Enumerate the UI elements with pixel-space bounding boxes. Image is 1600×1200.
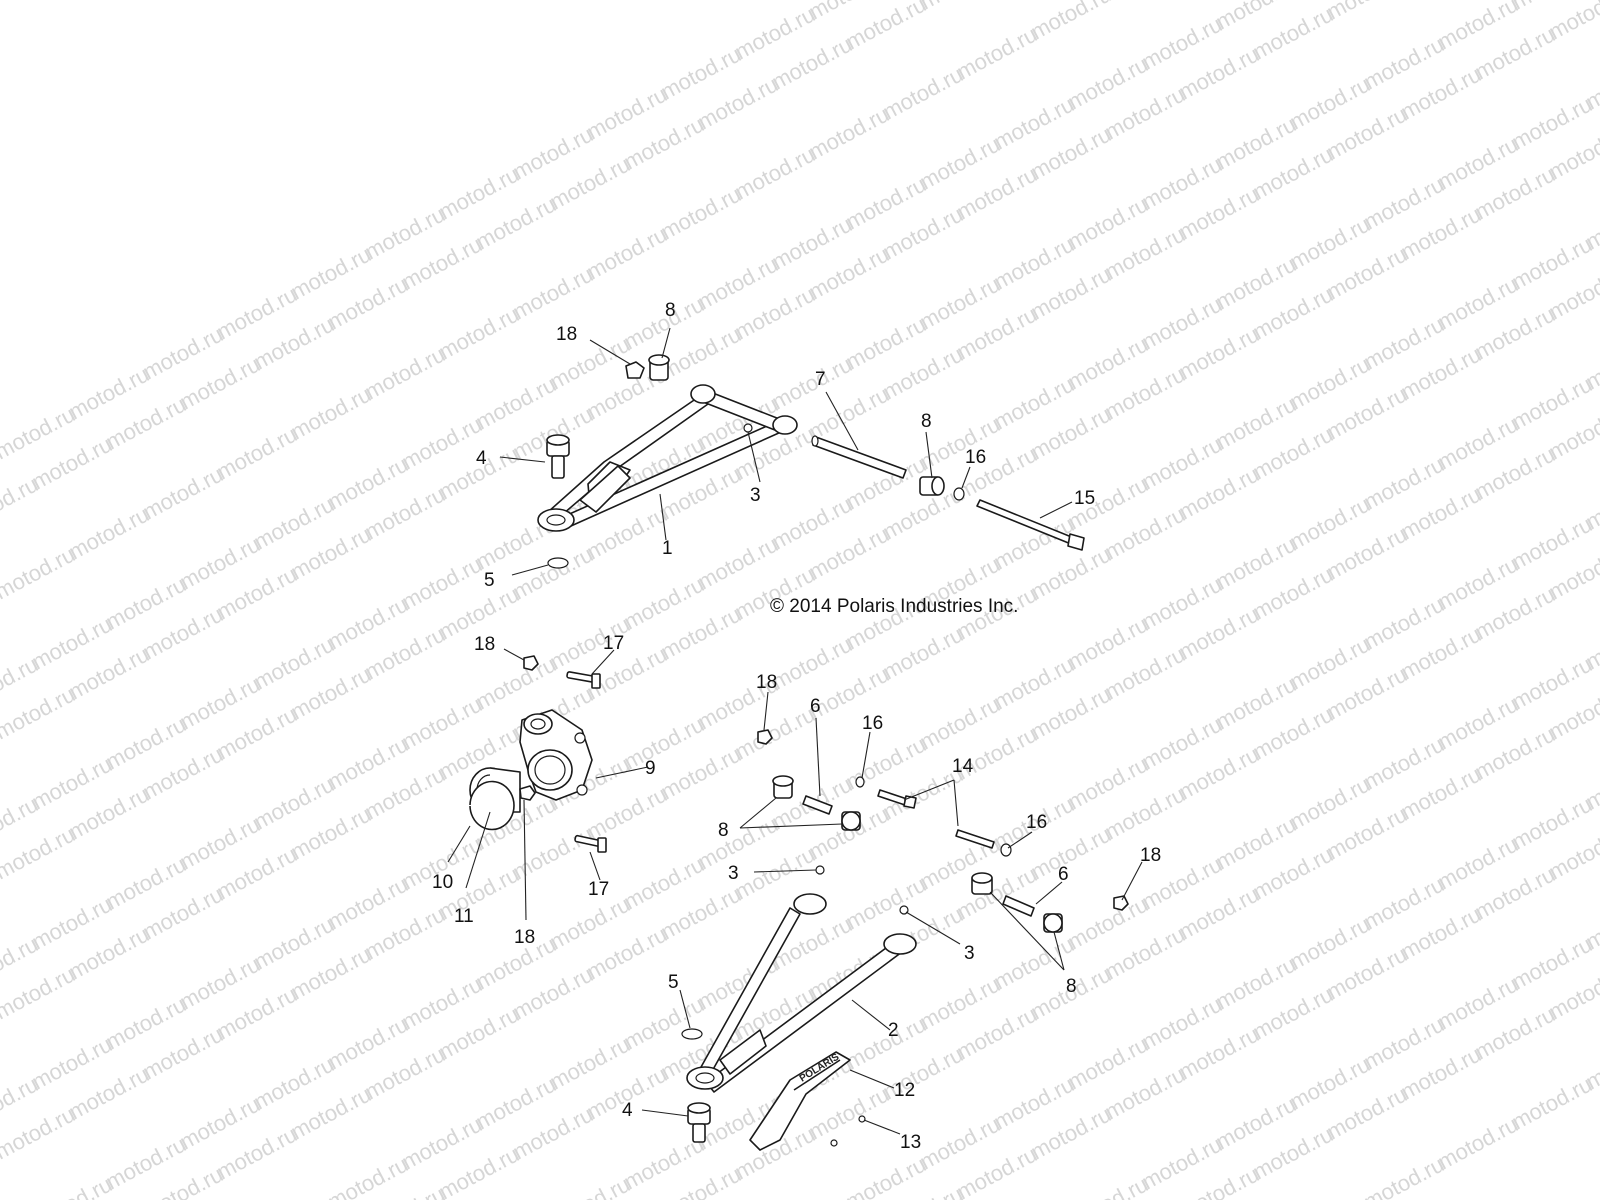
watermark-text: motod.ru <box>435 302 523 365</box>
bushing-lower-left <box>772 775 794 799</box>
callout: 10 <box>432 872 453 893</box>
pin-lower-right <box>1002 895 1035 917</box>
bolt-spindle-bottom <box>574 834 607 853</box>
watermark-text: motod.ru <box>0 542 79 605</box>
callout: 1 <box>662 538 673 559</box>
washer-lower-right <box>1000 843 1012 857</box>
callout: 18 <box>474 634 495 655</box>
callout: 3 <box>728 863 739 884</box>
nut-lower-right <box>1113 895 1129 911</box>
callout: 14 <box>952 756 974 777</box>
bolt-spindle-top <box>566 671 601 689</box>
bushing-upper-rear <box>919 476 945 496</box>
callout: 7 <box>815 369 826 390</box>
callout: 8 <box>665 300 676 321</box>
nut-spindle-top <box>523 655 539 671</box>
watermark-text: motod.ru <box>1545 0 1600 44</box>
watermark-text: motod.ru <box>583 222 671 285</box>
callout: 18 <box>556 324 577 345</box>
watermark-text: motod.ru <box>509 262 597 325</box>
watermark-text: motod.ru <box>0 682 79 745</box>
washer-lower-left <box>855 776 865 788</box>
watermark-text: motod.ru <box>731 142 819 205</box>
screw-guard-1 <box>858 1115 866 1123</box>
callout: 18 <box>514 927 535 948</box>
callout: 16 <box>965 447 986 468</box>
watermark-text: motod.ru <box>1027 0 1115 44</box>
callout: 16 <box>862 713 883 734</box>
upper-a-arm <box>537 384 798 532</box>
callout: 15 <box>1074 488 1095 509</box>
callout: 17 <box>588 879 609 900</box>
callout: 4 <box>476 448 487 469</box>
screw-guard-2 <box>830 1139 838 1147</box>
watermark-text: motod.ru <box>842 1152 930 1200</box>
leader-lines <box>447 327 1143 1135</box>
callout: 16 <box>1026 812 1047 833</box>
watermark-text: motod.ru <box>1360 1152 1448 1200</box>
callout: 5 <box>484 570 495 591</box>
watermark-text: motod.ru <box>916 0 1004 14</box>
callout: 9 <box>645 758 656 779</box>
callout: 4 <box>622 1100 633 1121</box>
bushing-lower-right <box>971 872 993 895</box>
watermark-text: motod.ru <box>361 342 449 405</box>
callout: 2 <box>888 1020 899 1041</box>
watermark-text: motod.ru <box>805 102 893 165</box>
watermark-text: motod.ru <box>65 502 153 565</box>
bushing-upper-front <box>648 354 670 381</box>
watermark-text: motod.ru <box>0 962 79 1025</box>
retaining-ring <box>469 780 515 831</box>
nut-spindle-bottom <box>519 785 536 801</box>
callout: 3 <box>964 943 975 964</box>
ball-joint-upper <box>546 434 570 479</box>
bushing-lower-left-2 <box>841 811 861 831</box>
watermark-text: motod.ru <box>287 382 375 445</box>
callout: 6 <box>1058 864 1069 885</box>
lower-a-arm <box>686 893 917 1093</box>
watermark-text: motod.ru <box>139 462 227 525</box>
callout: 13 <box>900 1132 921 1153</box>
nut-upper <box>625 361 645 379</box>
circlip-lower <box>681 1028 703 1040</box>
watermark-text: motod.ru <box>213 422 301 485</box>
copyright-notice: © 2014 Polaris Industries Inc. <box>770 596 1018 617</box>
callout: 3 <box>750 485 761 506</box>
bolt-upper <box>976 499 1085 551</box>
callout: 18 <box>1140 845 1161 866</box>
watermark-text: motod.ru <box>1323 0 1411 24</box>
bushing-lower-right-2 <box>1043 913 1063 933</box>
callout: 5 <box>668 972 679 993</box>
watermark-text: motod.ru <box>324 1152 412 1200</box>
watermark-text: motod.ru <box>657 182 745 245</box>
callout: 18 <box>756 672 777 693</box>
nut-lower-left <box>757 729 773 745</box>
callout: 8 <box>921 411 932 432</box>
watermark-text: motod.ru <box>953 22 1041 85</box>
circlip-upper <box>547 557 569 569</box>
callout: 11 <box>454 906 474 927</box>
callout: 8 <box>1066 976 1077 997</box>
watermark-text: motod.ru <box>842 0 930 54</box>
grease-fitting-1 <box>815 865 825 875</box>
pivot-tube-upper <box>811 435 907 479</box>
callout-labels: 18 8 7 8 16 4 3 15 1 5 18 17 18 6 16 9 1… <box>432 300 1161 1153</box>
callout: 17 <box>603 633 624 654</box>
bolt-lower-2 <box>955 829 995 849</box>
pin-lower-left <box>802 795 833 815</box>
watermark-text: motod.ru <box>1508 1072 1596 1135</box>
watermark-text: motod.ru <box>0 822 79 885</box>
watermark-text: motod.ru <box>0 1102 79 1165</box>
washer-upper <box>953 487 965 501</box>
spindle-knuckle <box>519 709 593 801</box>
callout: 6 <box>810 696 821 717</box>
watermark-text: motod.ru <box>879 62 967 125</box>
watermark-text: motod.ru <box>1434 1112 1522 1175</box>
callout: 8 <box>718 820 729 841</box>
callout: 12 <box>894 1080 915 1101</box>
